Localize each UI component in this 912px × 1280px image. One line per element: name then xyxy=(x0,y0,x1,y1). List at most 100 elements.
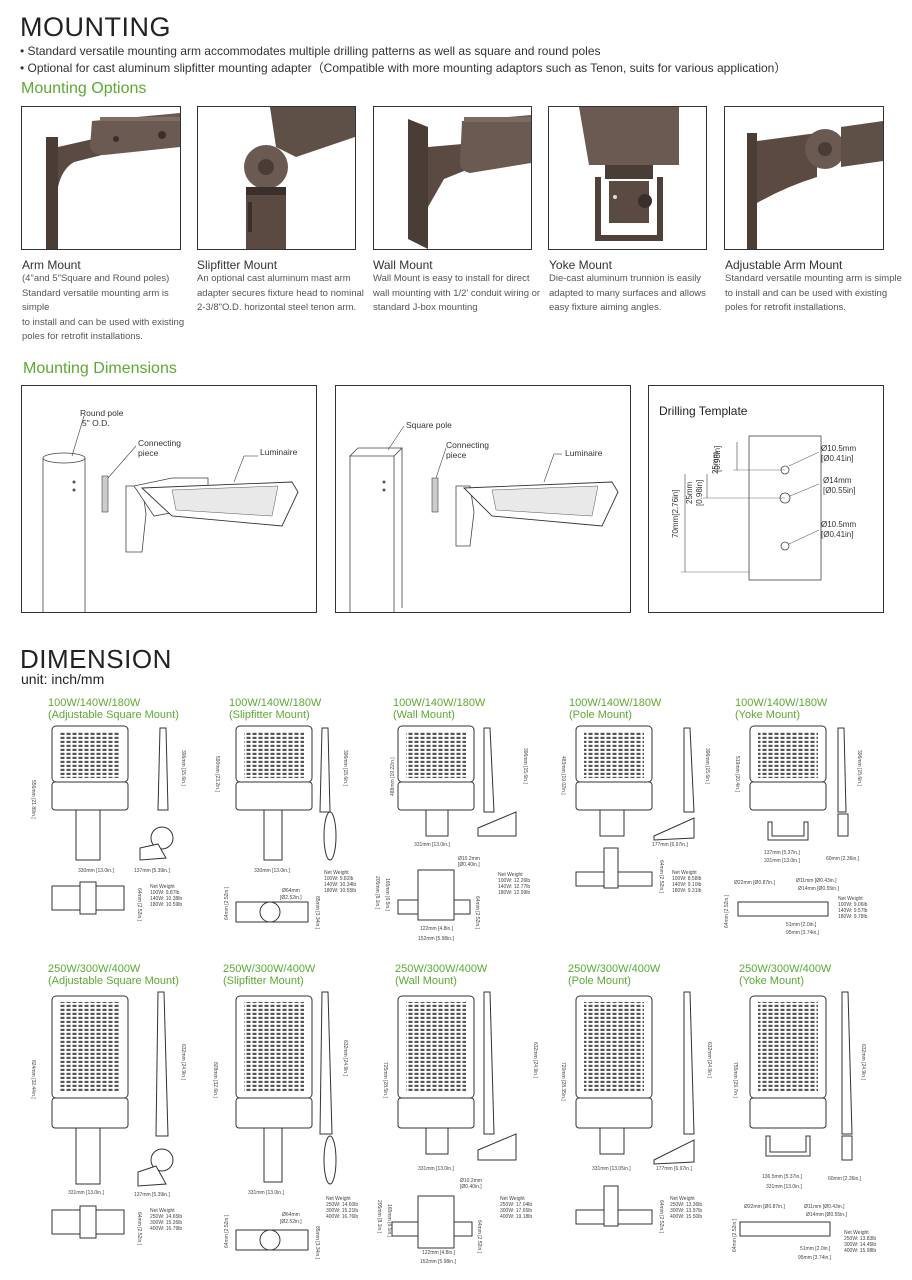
r2-c2-width: 331mm [13.0in.] xyxy=(248,1190,284,1196)
option-desc-line: An optional cast aluminum mast arm xyxy=(197,273,351,284)
option-desc-line: easy fixture aiming angles. xyxy=(549,302,662,313)
round-pole-od-label: 5" O.D. xyxy=(82,418,110,428)
connecting-piece-label: Connecting xyxy=(138,438,182,448)
net-weight-line: 400W: 16.76lb xyxy=(326,1214,359,1220)
wall-mount-illustration xyxy=(408,115,531,249)
r2-c2-head: 250W/300W/400W(Slipfitter Mount) xyxy=(223,963,315,987)
net-weight-label: Net Weight xyxy=(670,1196,695,1202)
r1-c2-side: 396mm [15.6in.] xyxy=(342,750,348,786)
option-title: Yoke Mount xyxy=(549,258,612,272)
r1-c1-height: 556mm [21.89in.] xyxy=(30,780,36,819)
net-weight-line: 140W: 10.34lb xyxy=(324,882,357,888)
wattage: 100W/140W/180W xyxy=(569,697,662,709)
r1-c4-side: 396mm [15.6in.] xyxy=(704,748,710,784)
mount-type: (Wall Mount) xyxy=(395,975,457,987)
r2-c1-width2: 137mm [5.39in.] xyxy=(134,1192,170,1198)
r1-c1-width: 330mm [13.0in.] xyxy=(78,868,114,874)
net-weight-line: 180W: 10.59lb xyxy=(150,902,183,908)
net-weight-line: 400W: 15.98lb xyxy=(844,1248,877,1254)
r2-c4-depth: 64mm [2.52in.] xyxy=(658,1200,664,1234)
r2-c3-height: 725mm [28.5in.] xyxy=(382,1062,388,1098)
r1-c3-head: 100W/140W/180W(Wall Mount) xyxy=(393,697,485,721)
option-desc-line: 2-3/8"O.D. horizontal steel tenon arm. xyxy=(197,302,357,313)
drill-hole-1b: [Ø0.41in] xyxy=(821,454,854,463)
net-weight-line: 180W: 10.55lb xyxy=(324,888,357,894)
mounting-title: MOUNTING xyxy=(20,12,171,42)
drilling-template-drawing xyxy=(681,435,822,581)
r2-c4-head: 250W/300W/400W(Pole Mount) xyxy=(568,963,660,987)
round-pole-drawing xyxy=(42,415,299,612)
r2-c2-dia2: [Ø2.52in.] xyxy=(280,1219,302,1225)
option-desc-line: Die-cast aluminum trunnion is easily xyxy=(549,273,702,284)
r2-c5-w3: 60mm [2.36in.] xyxy=(828,1176,862,1182)
mount-type: (Yoke Mount) xyxy=(735,709,801,721)
r2-c1-height: 824mm [32.44in.] xyxy=(30,1060,36,1099)
r1-c2-d4: 85mm [3.34in.] xyxy=(314,896,320,930)
wattage: 100W/140W/180W xyxy=(393,697,486,709)
net-weight-line: 180W: 12.99lb xyxy=(498,890,531,896)
r1-c5-d2: Ø11mm [Ø0.43in.] xyxy=(796,878,837,884)
r1-c4-width: 177mm [6.97in.] xyxy=(652,842,688,848)
r1-c5-d4: 51mm [2.0in.] xyxy=(786,922,817,928)
r1-c2-width: 330mm [13.0in.] xyxy=(254,868,290,874)
drill-hole-2b: [Ø0.55in] xyxy=(823,486,856,495)
r2-c5-d3: Ø14mm [Ø0.55in.] xyxy=(806,1212,847,1218)
net-weight-label: Net Weight xyxy=(498,872,523,878)
r1-c5-w3: 60mm [2.36in.] xyxy=(826,856,860,862)
mounting-dimensions-heading: Mounting Dimensions xyxy=(23,360,177,377)
net-weight-line: 100W: 9.87lb xyxy=(150,890,180,896)
r2-c1-width: 331mm [13.0in.] xyxy=(68,1190,104,1196)
net-weight-line: 140W: 12.77lb xyxy=(498,884,531,890)
r1-c3-d1: Ø10.2mm xyxy=(458,856,480,862)
wattage: 250W/300W/400W xyxy=(48,963,141,975)
r2-c2-height: 828mm [32.6in.] xyxy=(212,1062,218,1098)
r2-c1-side: 632mm [24.9in.] xyxy=(180,1044,186,1080)
r1-c3-side: 396mm [15.6in.] xyxy=(522,748,528,784)
r2-c5-w1: 136.5mm [5.37in.] xyxy=(762,1174,803,1180)
option-desc-line: poles for retrofit installations. xyxy=(725,302,846,313)
r1-c5-d5: 95mm [3.74in.] xyxy=(786,930,820,936)
option-desc-line: wall mounting with 1/2' conduit wiring o… xyxy=(373,287,541,299)
mount-type: (Slipfitter Mount) xyxy=(223,975,304,987)
option-desc-line: to install and can be used with existing xyxy=(22,316,185,328)
net-weight-line: 300W: 17.65lb xyxy=(500,1208,533,1214)
r2-c4-weight: Net Weight 250W: 13.36lb 300W: 13.97lb 4… xyxy=(670,1196,702,1220)
connecting-piece-label-2: piece xyxy=(138,448,159,458)
r2-c3-d2: [Ø0.40in.] xyxy=(460,1184,482,1190)
net-weight-line: 400W: 16.79lb xyxy=(150,1226,183,1232)
net-weight-line: 180W: 9.31lb xyxy=(672,888,702,894)
option-adjustable-arm-mount: Adjustable Arm Mount Standard versatile … xyxy=(725,258,905,316)
option-desc-line: adapted to many surfaces and allows xyxy=(549,287,706,299)
net-weight-line: 250W: 13.36lb xyxy=(670,1202,703,1208)
option-desc-line: to install and can be used with existing xyxy=(725,287,888,299)
net-weight-label: Net Weight xyxy=(324,870,349,876)
mount-type: (Pole Mount) xyxy=(569,709,632,721)
r1-c5-d1: Ø22mm [Ø0.87in.] xyxy=(734,880,775,886)
r2-c5-d4: 51mm [2.0in.] xyxy=(800,1246,831,1252)
wattage: 100W/140W/180W xyxy=(48,697,141,709)
r2-c5-side: 632mm [24.9in.] xyxy=(860,1044,866,1080)
option-desc-line: adapter secures fixture head to nominal xyxy=(197,287,364,299)
net-weight-line: 300W: 13.97lb xyxy=(670,1208,703,1214)
wall-mount-photo xyxy=(373,106,532,250)
r1-c2-dia: Ø64mm xyxy=(282,888,300,894)
r2-c2-side: 632mm [24.9in.] xyxy=(342,1040,348,1076)
r2-c5-w2: 331mm [13.0in.] xyxy=(766,1184,802,1190)
r2-c4-width2: 177mm [6.97in.] xyxy=(656,1166,692,1172)
r1-c5-height: 519mm [20.4in.] xyxy=(734,756,740,792)
mount-type: (Wall Mount) xyxy=(393,709,455,721)
option-yoke-mount: Yoke Mount Die-cast aluminum trunnion is… xyxy=(549,258,717,316)
option-desc-line: Standard versatile mounting arm is simpl… xyxy=(725,273,902,284)
net-weight-line: 300W: 14.45lb xyxy=(844,1242,877,1248)
r2-c5-weight: Net Weight 250W: 13.83lb 300W: 14.45lb 4… xyxy=(844,1230,876,1254)
r1-c2-head: 100W/140W/180W(Slipfitter Mount) xyxy=(229,697,321,721)
slipfitter-mount-photo xyxy=(197,106,356,250)
r2-c2-d3: 64mm [2.52in.] xyxy=(224,1214,230,1248)
net-weight-line: 250W: 14.60lb xyxy=(326,1202,359,1208)
net-weight-line: 100W: 9.82lb xyxy=(324,876,354,882)
r1-c5-d6: 64mm [2.52in.] xyxy=(724,894,730,928)
r2-c4-width: 331mm [13.05in.] xyxy=(592,1166,631,1172)
r1-c1-depth: 64mm [2.52in.] xyxy=(136,888,142,922)
drill-hole-3b: [Ø0.41in] xyxy=(821,530,854,539)
wattage: 250W/300W/400W xyxy=(568,963,661,975)
